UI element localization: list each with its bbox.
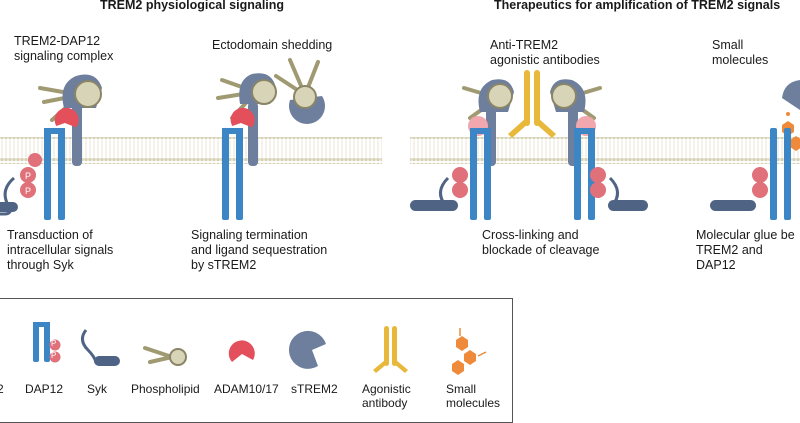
legend-item-phospholipid: Phospholipid — [131, 382, 200, 396]
shedding-label: Ectodomain shedding — [212, 38, 333, 52]
termination-label: Signaling termination and ligand sequest… — [191, 228, 328, 272]
legend-item-antibody: Agonistic antibody — [362, 382, 411, 410]
trem2-complex-3 — [410, 70, 648, 220]
legend-box — [0, 298, 513, 423]
legend-phospho-marker: P — [51, 339, 57, 348]
right-panel-title: Therapeutics for amplification of TREM2 … — [494, 0, 781, 12]
trem2-complex-4 — [710, 80, 800, 220]
legend-item-adam: ADAM10/17 — [214, 382, 279, 396]
legend-phospho-marker: P — [51, 351, 57, 360]
transduction-label: Transduction of intracellular signals th… — [7, 228, 114, 272]
small-molecules-label: Small molecules — [712, 38, 769, 67]
membrane-left — [0, 137, 382, 164]
glue-label: Molecular glue be TREM2 and DAP12 — [696, 228, 795, 272]
trem2-complex-2 — [216, 58, 325, 220]
phospho-marker: P — [25, 186, 31, 196]
legend-icons — [33, 322, 487, 375]
legend-item-trem2: 2 — [0, 382, 4, 396]
legend-item-dap12: DAP12 — [25, 382, 64, 396]
membrane-right — [410, 137, 800, 164]
legend-item-syk: Syk — [87, 382, 108, 396]
complex-label: TREM2-DAP12 signaling complex — [14, 34, 114, 63]
trem2-complex-1: P P — [0, 74, 102, 220]
antibody-label: Anti-TREM2 agonistic antibodies — [490, 38, 600, 67]
legend-item-small-molecules: Small molecules — [446, 382, 501, 410]
legend-item-strem2: sTREM2 — [291, 382, 338, 396]
crosslink-label: Cross-linking and blockade of cleavage — [482, 228, 600, 257]
left-panel-title: TREM2 physiological signaling — [100, 0, 285, 12]
phospho-marker: P — [25, 171, 31, 181]
